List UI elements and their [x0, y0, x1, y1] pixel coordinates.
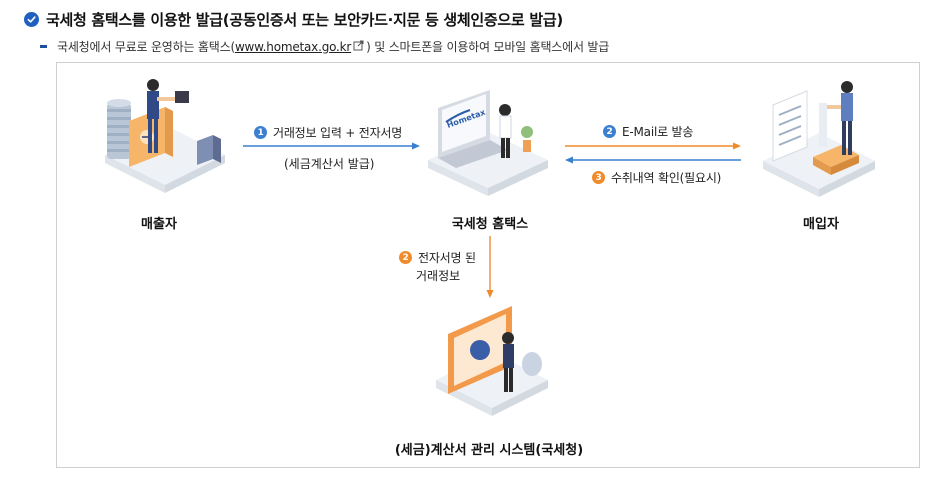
external-link-icon[interactable] — [353, 40, 364, 54]
node-hometax: 국세청 홈택스 — [451, 217, 529, 232]
step1-text: 거래정보 입력 + 전자서명 — [273, 126, 403, 140]
arrow-head-1 — [412, 142, 420, 150]
node-seller: 매출자 — [141, 217, 177, 232]
description: 국세청에서 무료로 운영하는 홈택스( www.hometax.go.kr ) … — [40, 38, 609, 55]
title-text: 국세청 홈택스를 이용한 발급(공동인증서 또는 보안카드·지문 등 생체인증으… — [46, 11, 563, 29]
node-buyer: 매입자 — [803, 217, 839, 232]
step2b-label: 2 전자서명 된 — [399, 249, 476, 266]
buyer-illustration — [763, 81, 875, 197]
check-circle-icon — [24, 12, 39, 27]
desc-before: 국세청에서 무료로 운영하는 홈택스( — [57, 40, 235, 54]
arrow-head-2 — [733, 142, 741, 150]
step3-text: 수취내역 확인(필요시) — [611, 171, 722, 185]
step2-text: E-Mail로 발송 — [622, 125, 694, 139]
step1-badge: 1 — [254, 126, 267, 139]
step1-label: 1 거래정보 입력 + 전자서명 — [254, 124, 402, 141]
section-title: 국세청 홈택스를 이용한 발급(공동인증서 또는 보안카드·지문 등 생체인증으… — [24, 9, 563, 30]
step3-label: 3 수취내역 확인(필요시) — [592, 169, 721, 186]
step3-badge: 3 — [592, 171, 605, 184]
step2b-badge: 2 — [399, 251, 412, 264]
step2b-line2: 거래정보 — [416, 269, 461, 283]
hometax-link[interactable]: www.hometax.go.kr — [234, 39, 352, 54]
node-system: (세금)계산서 관리 시스템(국세청) — [394, 443, 584, 458]
step1-sub: (세금계산서 발급) — [284, 157, 375, 171]
seller-illustration — [105, 79, 225, 193]
step2b-line1: 전자서명 된 — [418, 251, 476, 265]
arrow-head-3 — [565, 156, 573, 164]
step2-label: 2 E-Mail로 발송 — [603, 123, 693, 140]
system-illustration — [436, 306, 548, 416]
bullet-dash — [40, 45, 47, 48]
arrow-head-4 — [486, 290, 494, 298]
hometax-illustration: Hometax — [428, 90, 548, 196]
step2-badge: 2 — [603, 125, 616, 138]
desc-after: ) 및 스마트폰을 이용하여 모바일 홈택스에서 발급 — [366, 40, 610, 54]
